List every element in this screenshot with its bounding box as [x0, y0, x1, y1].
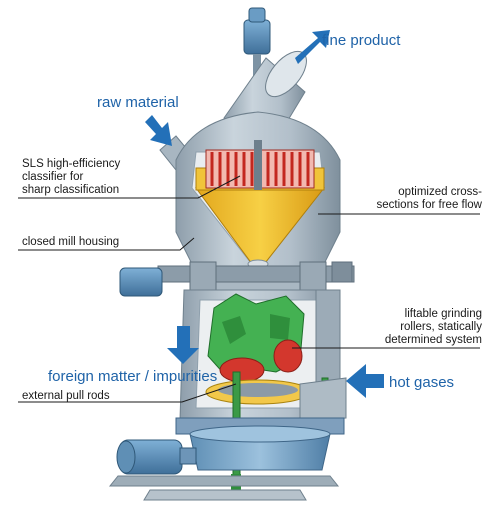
pull-rods-leader [18, 383, 237, 403]
mill-housing-label: closed mill housing [22, 236, 120, 248]
hot-gases-arrow [346, 364, 384, 398]
classifier-rotor [205, 140, 315, 190]
classifier-label: SLS high-efficiency classifier for sharp… [22, 158, 121, 196]
fine-product-label: fine product [322, 32, 401, 49]
pull-rods-label: external pull rods [22, 390, 110, 402]
mill-housing-leader [18, 237, 195, 251]
foreign-matter-arrow [167, 326, 199, 364]
leader-lines [18, 175, 480, 403]
fine-product-arrow [295, 30, 330, 64]
cross-sections-label: optimized cross- sections for free flow [376, 186, 482, 211]
raw-material-label: raw material [97, 94, 179, 111]
hot-gases-label: hot gases [389, 374, 455, 391]
hot-gas-inlet-duct [299, 377, 347, 421]
main-drive-gearbox [108, 417, 345, 501]
grinding-rollers-label: liftable grinding rollers, statically de… [384, 308, 482, 346]
flow-arrows [145, 30, 384, 398]
foreign-matter-label: foreign matter / impurities [48, 368, 218, 385]
raw-material-arrow [145, 115, 172, 146]
grinding-rollers [205, 293, 311, 405]
classifier-leader [18, 175, 241, 199]
